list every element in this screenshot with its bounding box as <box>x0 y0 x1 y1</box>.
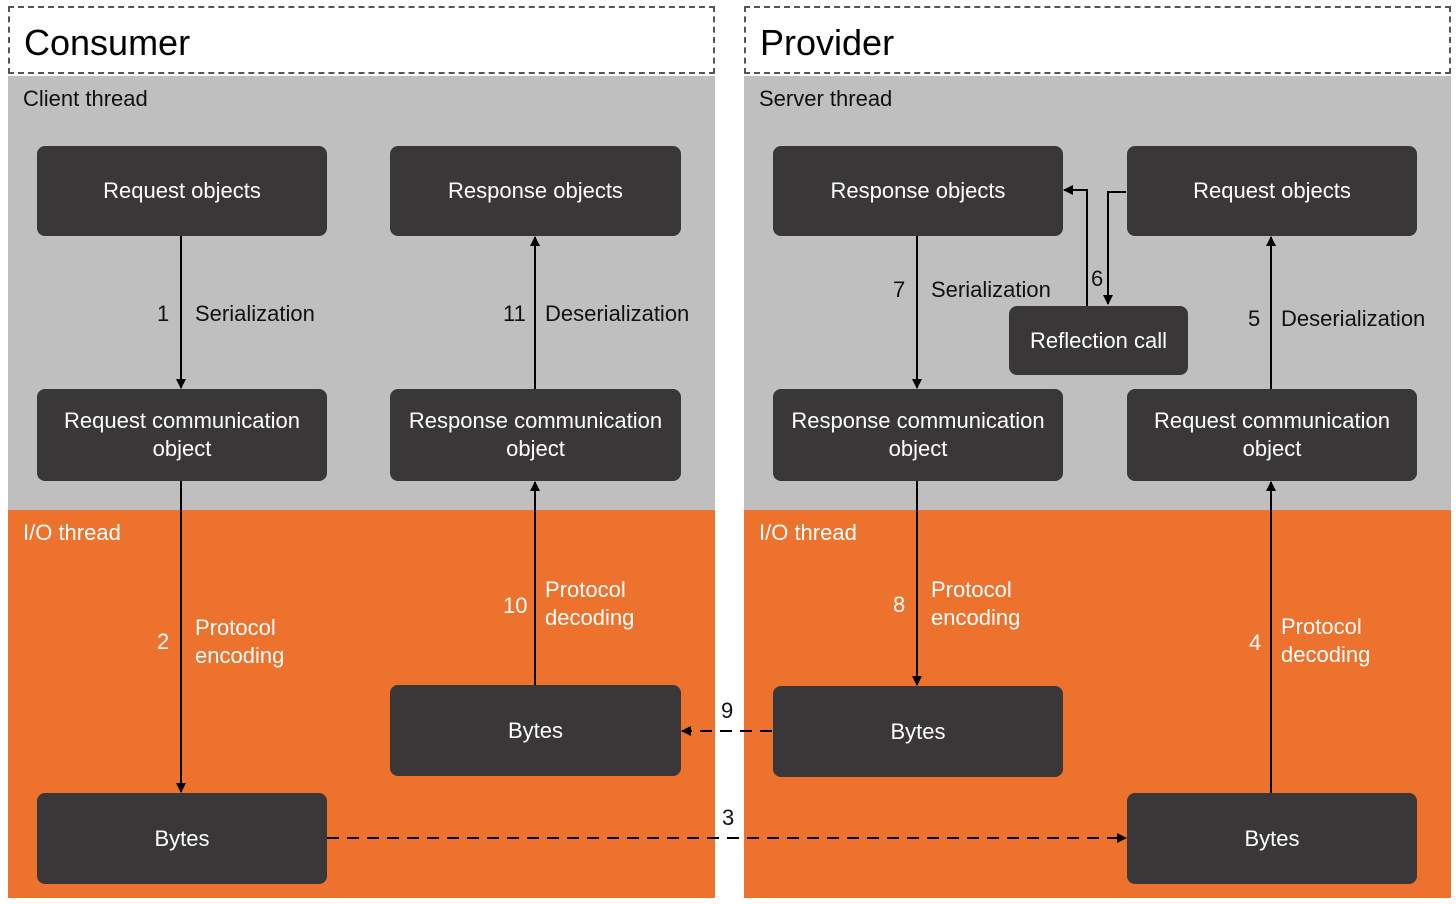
provider-header: Provider <box>744 6 1451 74</box>
consumer-bytes-out: Bytes <box>37 793 327 884</box>
step6-number: 6 <box>1091 266 1104 291</box>
step4-label: Protocol decoding <box>1281 614 1371 667</box>
step2-number: 2 <box>157 629 170 654</box>
provider-request-objects: Request objects <box>1127 146 1417 236</box>
step5-label: Deserialization <box>1281 306 1426 331</box>
step1-number: 1 <box>157 301 170 326</box>
provider-io-thread-label: I/O thread <box>759 520 857 545</box>
arrow-step6-up <box>1063 185 1088 306</box>
provider-title: Provider <box>760 22 895 63</box>
client-thread-label: Client thread <box>23 86 148 111</box>
step10-label: Protocol decoding <box>545 577 635 630</box>
server-thread-label: Server thread <box>759 86 893 111</box>
step7-number: 7 <box>893 277 906 302</box>
consumer-request-comm-object: Request communication object <box>37 389 327 481</box>
step7-label: Serialization <box>931 277 1051 302</box>
consumer-title: Consumer <box>24 22 191 63</box>
step1-label: Serialization <box>195 301 315 326</box>
provider-response-comm-object: Response communication object <box>773 389 1063 481</box>
step4-number: 4 <box>1249 630 1262 655</box>
step3-number: 3 <box>722 805 735 830</box>
consumer-response-objects: Response objects <box>390 146 681 236</box>
step8-number: 8 <box>893 592 906 617</box>
step8-label: Protocol encoding <box>931 577 1021 630</box>
provider-bytes-in: Bytes <box>1127 793 1417 884</box>
step5-number: 5 <box>1248 306 1261 331</box>
step11-label: Deserialization <box>545 301 690 326</box>
provider-response-objects: Response objects <box>773 146 1063 236</box>
step2-label: Protocol encoding <box>195 615 285 668</box>
consumer-io-thread-label: I/O thread <box>23 520 121 545</box>
provider-reflection-call: Reflection call <box>1009 306 1188 375</box>
consumer-bytes-in: Bytes <box>390 685 681 776</box>
arrow-step6-down <box>1103 191 1126 305</box>
provider-request-comm-object: Request communication object <box>1127 389 1417 481</box>
consumer-response-comm-object: Response communication object <box>390 389 681 481</box>
step11-number: 11 <box>503 301 526 326</box>
step10-number: 10 <box>503 593 528 618</box>
consumer-header: Consumer <box>8 6 715 74</box>
consumer-request-objects: Request objects <box>37 146 327 236</box>
step9-number: 9 <box>721 698 734 723</box>
provider-bytes-out: Bytes <box>773 686 1063 777</box>
